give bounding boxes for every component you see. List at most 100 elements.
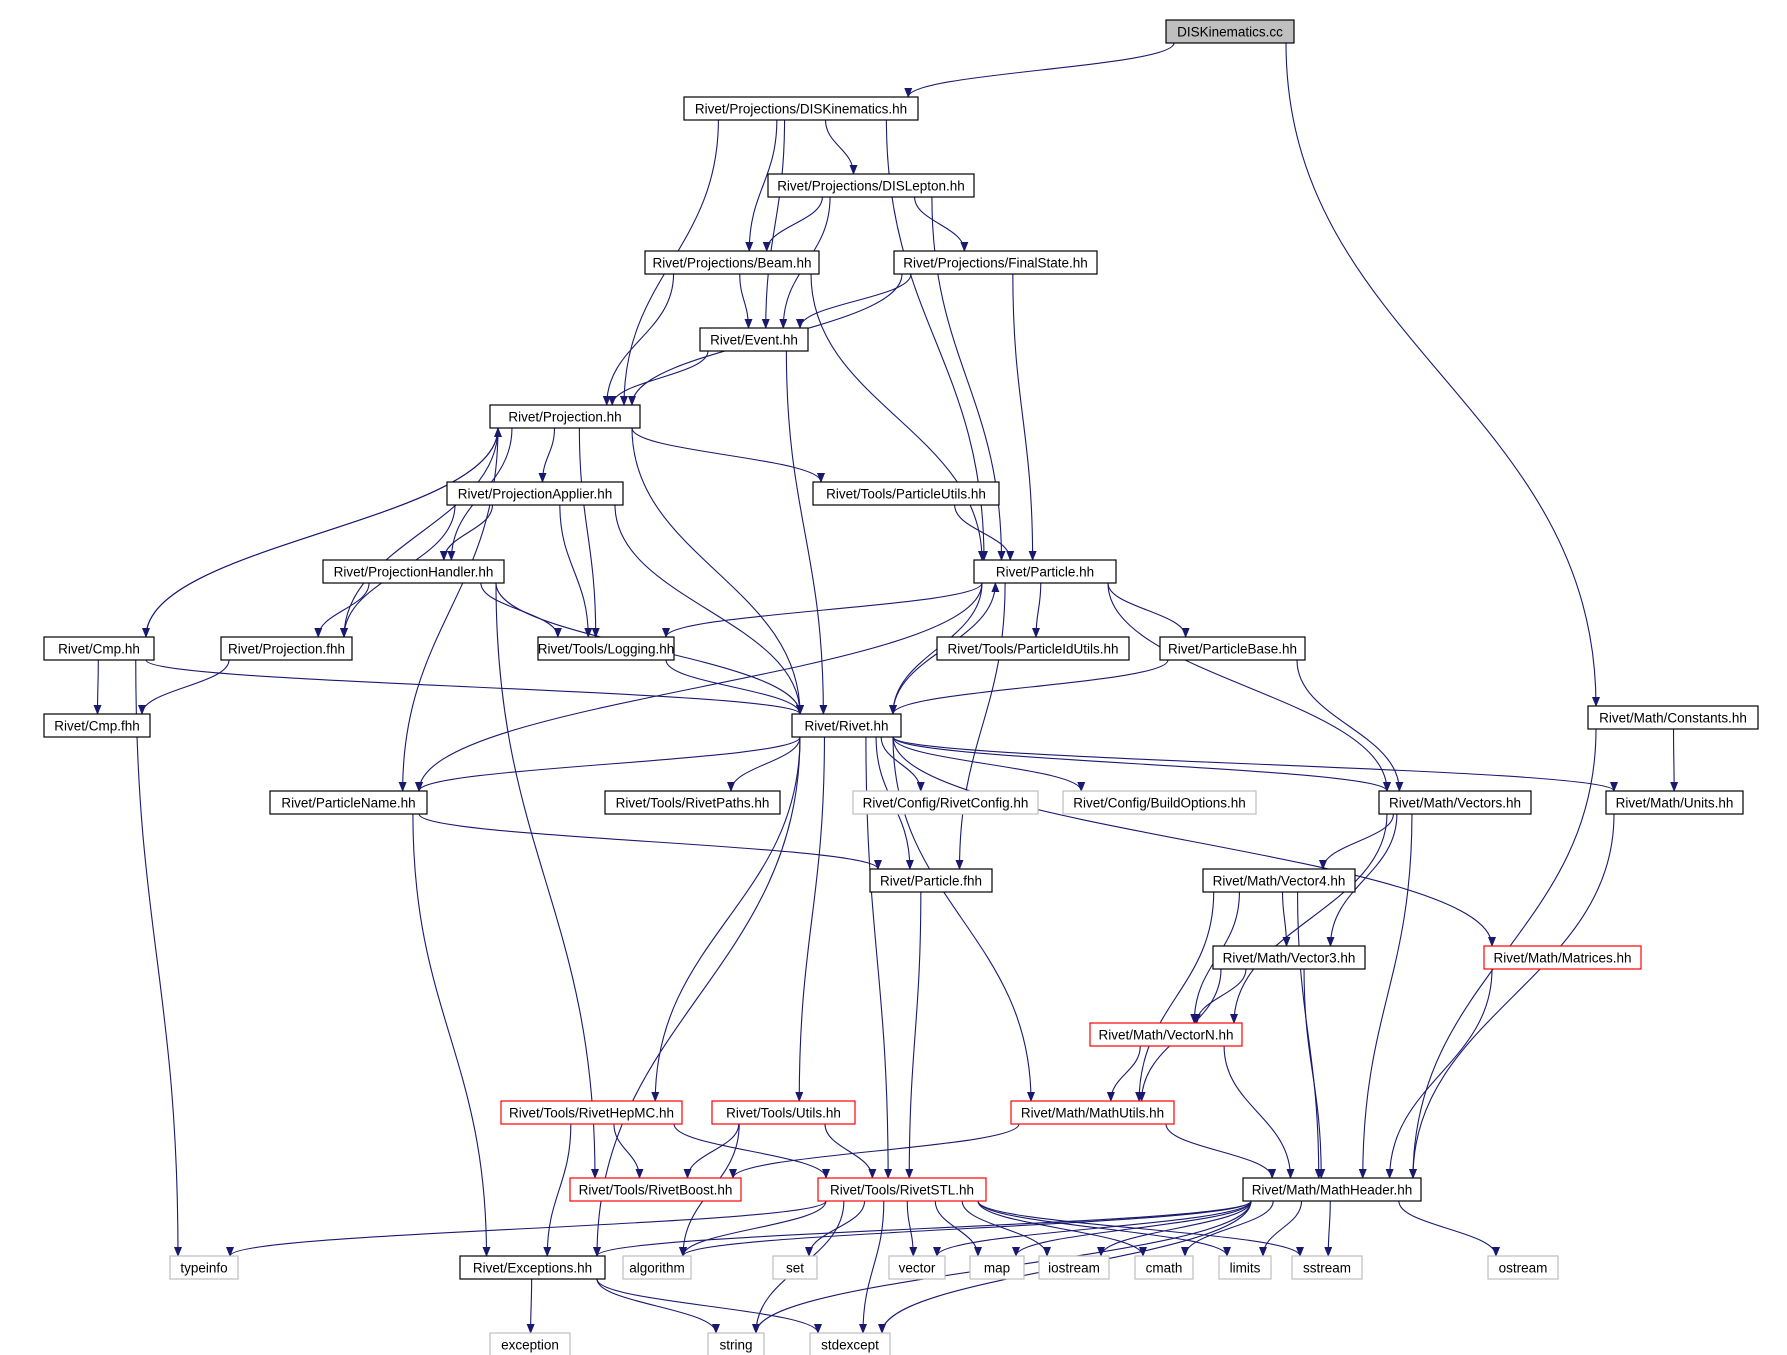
node-pidutils-box bbox=[936, 636, 1130, 661]
edge-rivetstl-to-algorithm bbox=[679, 1200, 827, 1257]
edge-mathheader-to-algorithm bbox=[679, 1200, 1252, 1257]
node-string-label: string bbox=[719, 1338, 752, 1353]
node-vector4-label: Rivet/Math/Vector4.hh bbox=[1213, 874, 1346, 889]
node-exceptions[interactable]: Rivet/Exceptions.hh bbox=[459, 1255, 606, 1280]
node-hepmc-label: Rivet/Tools/RivetHepMC.hh bbox=[509, 1106, 674, 1121]
node-mathheader[interactable]: Rivet/Math/MathHeader.hh bbox=[1242, 1177, 1422, 1202]
edge-rivetstl-to-map bbox=[934, 1200, 982, 1257]
node-root-label: DISKinematics.cc bbox=[1177, 25, 1283, 40]
node-diskin[interactable]: Rivet/Projections/DISKinematics.hh bbox=[683, 96, 919, 121]
node-ostream: ostream bbox=[1487, 1255, 1559, 1280]
edge-beam-to-event bbox=[739, 273, 753, 329]
node-event-label: Rivet/Event.hh bbox=[710, 333, 798, 348]
node-vectorn[interactable]: Rivet/Math/VectorN.hh bbox=[1089, 1022, 1243, 1047]
node-units[interactable]: Rivet/Math/Units.hh bbox=[1605, 790, 1744, 815]
node-algorithm-box bbox=[622, 1255, 692, 1280]
edge-projapplier-to-logging bbox=[559, 504, 593, 638]
node-finalstate[interactable]: Rivet/Projections/FinalState.hh bbox=[893, 250, 1098, 275]
node-projfhh[interactable]: Rivet/Projection.fhh bbox=[220, 636, 353, 661]
node-rivet-box bbox=[791, 713, 902, 738]
node-event[interactable]: Rivet/Event.hh bbox=[699, 327, 809, 352]
node-buildoptions-box bbox=[1062, 790, 1257, 815]
node-root[interactable]: DISKinematics.cc bbox=[1165, 19, 1295, 44]
edge-particlebase-to-rivet bbox=[889, 659, 1169, 715]
node-typeinfo-label: typeinfo bbox=[180, 1261, 227, 1276]
edge-root-to-constants bbox=[1285, 42, 1600, 707]
node-iostream-label: iostream bbox=[1048, 1261, 1100, 1276]
node-particlename-box bbox=[269, 790, 428, 815]
node-particleutils[interactable]: Rivet/Tools/ParticleUtils.hh bbox=[812, 481, 1000, 506]
node-rivet[interactable]: Rivet/Rivet.hh bbox=[791, 713, 902, 738]
node-particle-box bbox=[973, 559, 1117, 584]
node-limits-box bbox=[1218, 1255, 1272, 1280]
node-dislep[interactable]: Rivet/Projections/DISLepton.hh bbox=[767, 173, 975, 198]
edge-rivetstl-to-cmath bbox=[977, 1200, 1147, 1257]
node-logging-box bbox=[537, 636, 675, 661]
node-particle[interactable]: Rivet/Particle.hh bbox=[973, 559, 1117, 584]
edge-mathutils-to-mathheader bbox=[1165, 1123, 1277, 1179]
edge-mathheader-to-map bbox=[1012, 1200, 1252, 1257]
node-algorithm-label: algorithm bbox=[629, 1261, 685, 1276]
node-particlename[interactable]: Rivet/ParticleName.hh bbox=[269, 790, 428, 815]
node-rivetconfig-box bbox=[852, 790, 1039, 815]
node-logging[interactable]: Rivet/Tools/Logging.hh bbox=[537, 636, 675, 661]
node-cmpfhh[interactable]: Rivet/Cmp.fhh bbox=[43, 713, 151, 738]
node-particlebase[interactable]: Rivet/ParticleBase.hh bbox=[1159, 636, 1306, 661]
node-mathutils-box bbox=[1010, 1100, 1175, 1125]
node-cmp[interactable]: Rivet/Cmp.hh bbox=[43, 636, 155, 661]
node-particlebase-box bbox=[1159, 636, 1306, 661]
node-limits-label: limits bbox=[1230, 1261, 1261, 1276]
node-vector3[interactable]: Rivet/Math/Vector3.hh bbox=[1212, 945, 1366, 970]
node-mathutils[interactable]: Rivet/Math/MathUtils.hh bbox=[1010, 1100, 1175, 1125]
edge-projapplier-to-projhandler bbox=[439, 504, 494, 561]
node-rivetpaths[interactable]: Rivet/Tools/RivetPaths.hh bbox=[604, 790, 781, 815]
node-vector4[interactable]: Rivet/Math/Vector4.hh bbox=[1202, 868, 1356, 893]
edge-vectors-to-vector3 bbox=[1326, 813, 1398, 947]
node-exception: exception bbox=[489, 1332, 571, 1355]
node-mathutils-label: Rivet/Math/MathUtils.hh bbox=[1021, 1106, 1164, 1121]
node-projhandler[interactable]: Rivet/ProjectionHandler.hh bbox=[322, 559, 505, 584]
edge-event-to-projection bbox=[608, 350, 709, 406]
node-hepmc[interactable]: Rivet/Tools/RivetHepMC.hh bbox=[500, 1100, 683, 1125]
node-utils-label: Rivet/Tools/Utils.hh bbox=[726, 1106, 841, 1121]
node-rivetstl-box bbox=[817, 1177, 987, 1202]
node-units-box bbox=[1605, 790, 1744, 815]
node-beam-box bbox=[644, 250, 820, 275]
node-string-box bbox=[707, 1332, 765, 1355]
node-particlefhh-box bbox=[869, 868, 993, 893]
node-rivetboost[interactable]: Rivet/Tools/RivetBoost.hh bbox=[569, 1177, 742, 1202]
edge-mathutils-to-rivetboost bbox=[729, 1123, 1020, 1179]
node-dislep-label: Rivet/Projections/DISLepton.hh bbox=[777, 179, 965, 194]
edge-exceptions-to-exception bbox=[526, 1278, 535, 1334]
node-projapplier[interactable]: Rivet/ProjectionApplier.hh bbox=[446, 481, 624, 506]
edge-mathheader-to-iostream bbox=[1097, 1200, 1252, 1257]
edge-rivet-to-rivetconfig bbox=[880, 736, 925, 792]
edge-root-to-diskin bbox=[904, 42, 1175, 98]
edge-rivet-to-utils bbox=[795, 736, 825, 1102]
node-diskin-label: Rivet/Projections/DISKinematics.hh bbox=[695, 102, 907, 117]
node-buildoptions: Rivet/Config/BuildOptions.hh bbox=[1062, 790, 1257, 815]
node-map: map bbox=[969, 1255, 1025, 1280]
node-sstream: sstream bbox=[1291, 1255, 1363, 1280]
node-rivetconfig: Rivet/Config/RivetConfig.hh bbox=[852, 790, 1039, 815]
node-particleutils-label: Rivet/Tools/ParticleUtils.hh bbox=[826, 487, 986, 502]
node-utils[interactable]: Rivet/Tools/Utils.hh bbox=[711, 1100, 856, 1125]
edge-rivetstl-to-vector bbox=[906, 1200, 918, 1257]
node-rivetstl[interactable]: Rivet/Tools/RivetSTL.hh bbox=[817, 1177, 987, 1202]
node-beam[interactable]: Rivet/Projections/Beam.hh bbox=[644, 250, 820, 275]
node-mathheader-label: Rivet/Math/MathHeader.hh bbox=[1252, 1183, 1413, 1198]
node-particlefhh[interactable]: Rivet/Particle.fhh bbox=[869, 868, 993, 893]
node-vectors[interactable]: Rivet/Math/Vectors.hh bbox=[1378, 790, 1532, 815]
edge-rivetstl-to-stdexcept bbox=[859, 1200, 885, 1334]
edge-projection-to-particleutils bbox=[631, 427, 825, 483]
node-projection-box bbox=[489, 404, 641, 429]
node-map-label: map bbox=[984, 1261, 1010, 1276]
node-projection[interactable]: Rivet/Projection.hh bbox=[489, 404, 641, 429]
node-matrices[interactable]: Rivet/Math/Matrices.hh bbox=[1483, 945, 1642, 970]
node-vector-label: vector bbox=[899, 1261, 936, 1276]
edge-projhandler-to-projfhh bbox=[314, 582, 370, 638]
node-pidutils[interactable]: Rivet/Tools/ParticleIdUtils.hh bbox=[936, 636, 1130, 661]
node-constants[interactable]: Rivet/Math/Constants.hh bbox=[1587, 705, 1759, 730]
node-cmpfhh-box bbox=[43, 713, 151, 738]
